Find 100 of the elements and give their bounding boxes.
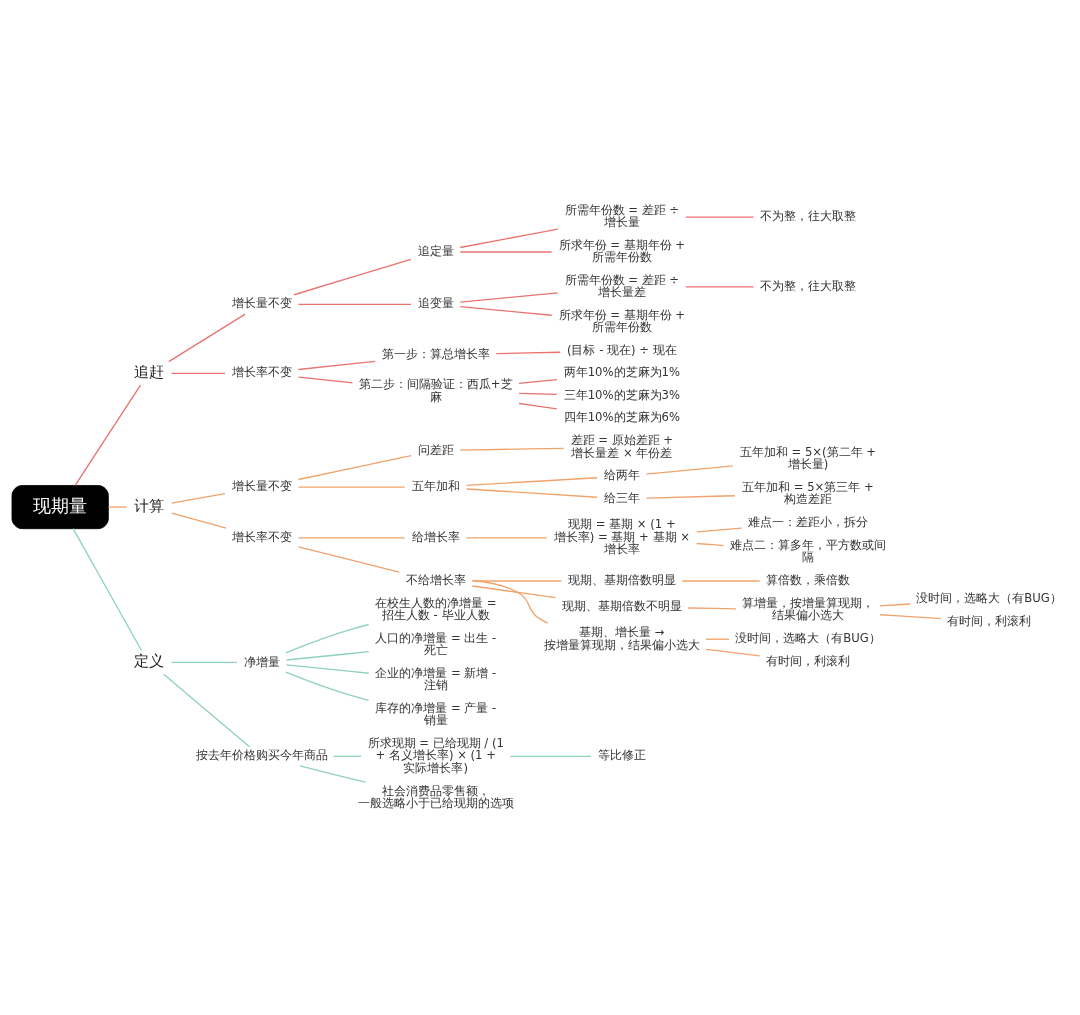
connector (705, 648, 761, 657)
node-text: 社会消费品零售额，一般选略小于已给现期的选项 (357, 783, 514, 811)
connector (879, 614, 942, 620)
node-text: 问差距 (417, 442, 454, 457)
connector (107, 506, 128, 508)
connector (285, 664, 370, 674)
connector (685, 286, 755, 288)
node-text: 五年加和 (411, 479, 460, 494)
node-text: 增长量不变 (231, 296, 292, 311)
connector (645, 495, 736, 499)
node-text: 所需年份数 = 差距 ÷ 增长量 (564, 202, 680, 230)
node-text: 第二步：间隔验证：西瓜+芝麻 (358, 377, 513, 404)
connector (685, 216, 755, 218)
node-text: 所需年份数 = 差距 ÷ 增长量差 (564, 272, 680, 300)
connector (705, 638, 730, 640)
connector (695, 527, 743, 533)
connector (471, 580, 563, 582)
node-text: 追变量 (417, 296, 454, 311)
node-text: 五年加和 = 5×第三年 + 构造差距 (742, 479, 874, 507)
connector (170, 492, 226, 504)
node-text: 第一步：算总增长率 (381, 347, 490, 362)
node-box: 现期量 (11, 485, 109, 530)
connector (297, 454, 412, 481)
connector (297, 486, 406, 488)
node-text: 没时间，选略大（有BUG） (735, 631, 881, 646)
node-text: 库存的净增量 = 产量 - 销量 (375, 700, 497, 728)
node-text: 两年10%的芝麻为1% (563, 365, 680, 380)
connector (293, 258, 412, 296)
node-text: 所求年份 = 基期年份 + 所需年份数 (558, 307, 686, 335)
node-text: 所求现期 = 已给现期 / (1 + 名义增长率) × (1 + 实际增长率) (367, 735, 504, 775)
node-text: 算增量，按增量算现期，结果偏小选大 (741, 595, 874, 623)
connector (465, 488, 598, 498)
connector (285, 671, 370, 702)
connector (297, 537, 406, 539)
connector (170, 512, 227, 529)
node-text: 给三年 (603, 490, 640, 505)
connector (459, 447, 565, 451)
node-text: 差距 = 原始差距 + 增长量差 × 年份差 (570, 433, 674, 460)
node-text: (目标 - 现在) ÷ 现在 (566, 342, 677, 357)
connector (297, 360, 376, 371)
connector (170, 372, 226, 374)
node-text: 现期 = 基期 × (1 + 增长率) = 基期 + 基期 × 增长率 (553, 517, 690, 557)
node-text: 增长率不变 (231, 529, 292, 544)
node-text: 难点一：差距小，拆分 (747, 514, 868, 529)
node-text: 按去年价格购买今年商品 (195, 748, 328, 763)
connector (471, 579, 549, 624)
connector (465, 477, 598, 487)
node-text: 五年加和 = 5×(第二年 + 增长量) (739, 444, 877, 472)
connector (509, 755, 592, 757)
node-text: 没时间，选略大（有BUG） (916, 591, 1062, 606)
node-text: 难点二：算多年，平方数或间隔 (729, 537, 886, 565)
node-text: 不为整，往大取整 (759, 209, 856, 224)
connector (518, 402, 558, 410)
node-text: 净增量 (243, 654, 280, 669)
connector (297, 546, 400, 573)
node-text: 增长率不变 (231, 365, 292, 380)
connector (163, 673, 251, 748)
node-text: 计算 (134, 496, 165, 515)
connector (285, 623, 370, 654)
node-text: 追赶 (134, 362, 165, 381)
node-text: 有时间，利滚利 (765, 653, 850, 668)
connector (471, 585, 557, 599)
node-text: 企业的净增量 = 新增 - 注销 (375, 665, 497, 693)
connector (687, 607, 737, 610)
node-text: 现期、基期倍数明显 (567, 573, 676, 588)
connector (168, 313, 246, 363)
node-text: 四年10%的芝麻为6% (563, 410, 680, 425)
connector (459, 305, 553, 316)
connector (74, 384, 142, 486)
connector (645, 465, 734, 475)
connector (695, 542, 725, 547)
connector (297, 376, 354, 384)
connector (681, 580, 761, 582)
connector (332, 755, 362, 757)
node-text: 所求年份 = 基期年份 + 所需年份数 (558, 237, 686, 265)
node-text: 不为整，往大取整 (759, 278, 856, 293)
connector (285, 651, 370, 661)
node-text: 人口的净增量 = 出生 - 死亡 (375, 630, 497, 658)
node-text: 三年10%的芝麻为3% (563, 387, 680, 402)
node-text: 定义 (134, 652, 165, 671)
connector (518, 392, 558, 395)
connector (879, 603, 911, 607)
node-text: 现期、基期倍数不明显 (561, 598, 682, 613)
connector (465, 537, 548, 539)
connector (459, 228, 559, 249)
node-text: 追定量 (417, 244, 454, 259)
node-text: 基期、增长量 → 按增量算现期，结果偏小选大 (543, 625, 700, 652)
node-text: 在校生人数的净增量 = 招生人数 - 毕业人数 (375, 595, 497, 623)
node-text: 算倍数，乘倍数 (765, 573, 850, 588)
node-text: 给两年 (603, 468, 640, 483)
connector (495, 351, 561, 355)
connector (297, 303, 412, 305)
node-text: 不给增长率 (405, 573, 466, 588)
connector (518, 379, 558, 385)
connector (459, 251, 553, 253)
connector (299, 765, 367, 783)
node-text: 等比修正 (597, 748, 646, 763)
node-text: 有时间，利滚利 (947, 613, 1032, 628)
connector (459, 292, 559, 303)
connector (170, 661, 238, 664)
